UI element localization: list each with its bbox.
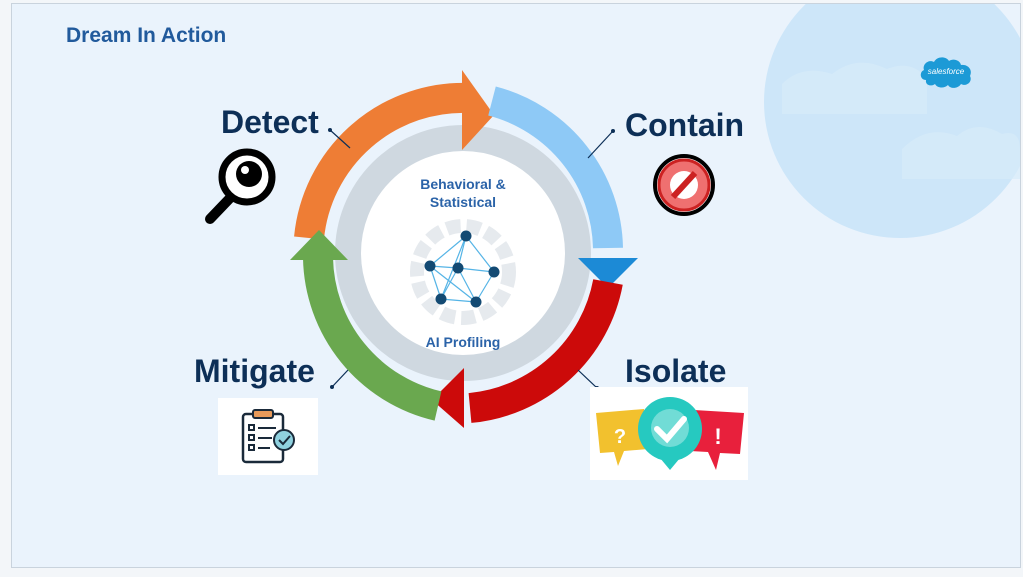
mitigate-arc xyxy=(303,257,442,421)
cloud-puff xyxy=(902,126,1020,179)
clipboard-checklist-icon xyxy=(241,409,295,464)
check-bubble-tail xyxy=(660,458,680,470)
isolate-arrowhead xyxy=(432,368,464,428)
contain-label: Contain xyxy=(625,107,745,143)
detect-connector-dot xyxy=(328,128,332,132)
contain-connector xyxy=(587,130,614,159)
question-mark: ? xyxy=(614,426,626,448)
ai-network-icon xyxy=(405,214,521,330)
check-mark xyxy=(654,416,687,444)
center-heading-line1: Behavioral & xyxy=(420,176,506,192)
salesforce-logo-text: salesforce xyxy=(928,67,965,76)
exclamation-bubble xyxy=(690,410,744,470)
detect-arrowhead xyxy=(462,70,494,150)
gear-outline xyxy=(410,219,516,325)
prohibited-icon xyxy=(653,154,715,216)
network-nodes xyxy=(424,230,500,308)
check-bubble xyxy=(638,397,702,461)
magnifying-glass-icon xyxy=(205,148,276,224)
isolate-connector xyxy=(577,369,598,389)
isolate-label: Isolate xyxy=(625,353,727,389)
center-footer: AI Profiling xyxy=(425,334,501,350)
salesforce-logo: salesforce xyxy=(920,57,971,88)
mitigate-connector xyxy=(331,369,349,388)
salesforce-cloud-shape xyxy=(920,57,971,88)
center-heading: Behavioral & Statistical xyxy=(403,175,523,211)
check-bubble-inner xyxy=(651,409,689,447)
center-heading-line2: Statistical xyxy=(429,194,497,210)
isolate-arc xyxy=(468,278,623,423)
question-bubble xyxy=(596,409,648,466)
mitigate-label: Mitigate xyxy=(194,353,315,389)
detect-arc xyxy=(294,82,471,240)
contain-arrowhead xyxy=(578,258,638,288)
slide-title: Dream In Action xyxy=(66,24,227,47)
detect-label: Detect xyxy=(221,104,319,140)
mitigate-connector-dot xyxy=(330,385,334,389)
detect-connector xyxy=(329,129,351,149)
exclamation-mark: ! xyxy=(714,424,721,449)
contain-connector-dot xyxy=(611,129,615,133)
contain-arc xyxy=(487,86,623,249)
chat-bubbles-icon: ? ! xyxy=(596,397,744,470)
mitigate-arrowhead xyxy=(290,230,348,260)
cloud-puff xyxy=(782,62,927,114)
